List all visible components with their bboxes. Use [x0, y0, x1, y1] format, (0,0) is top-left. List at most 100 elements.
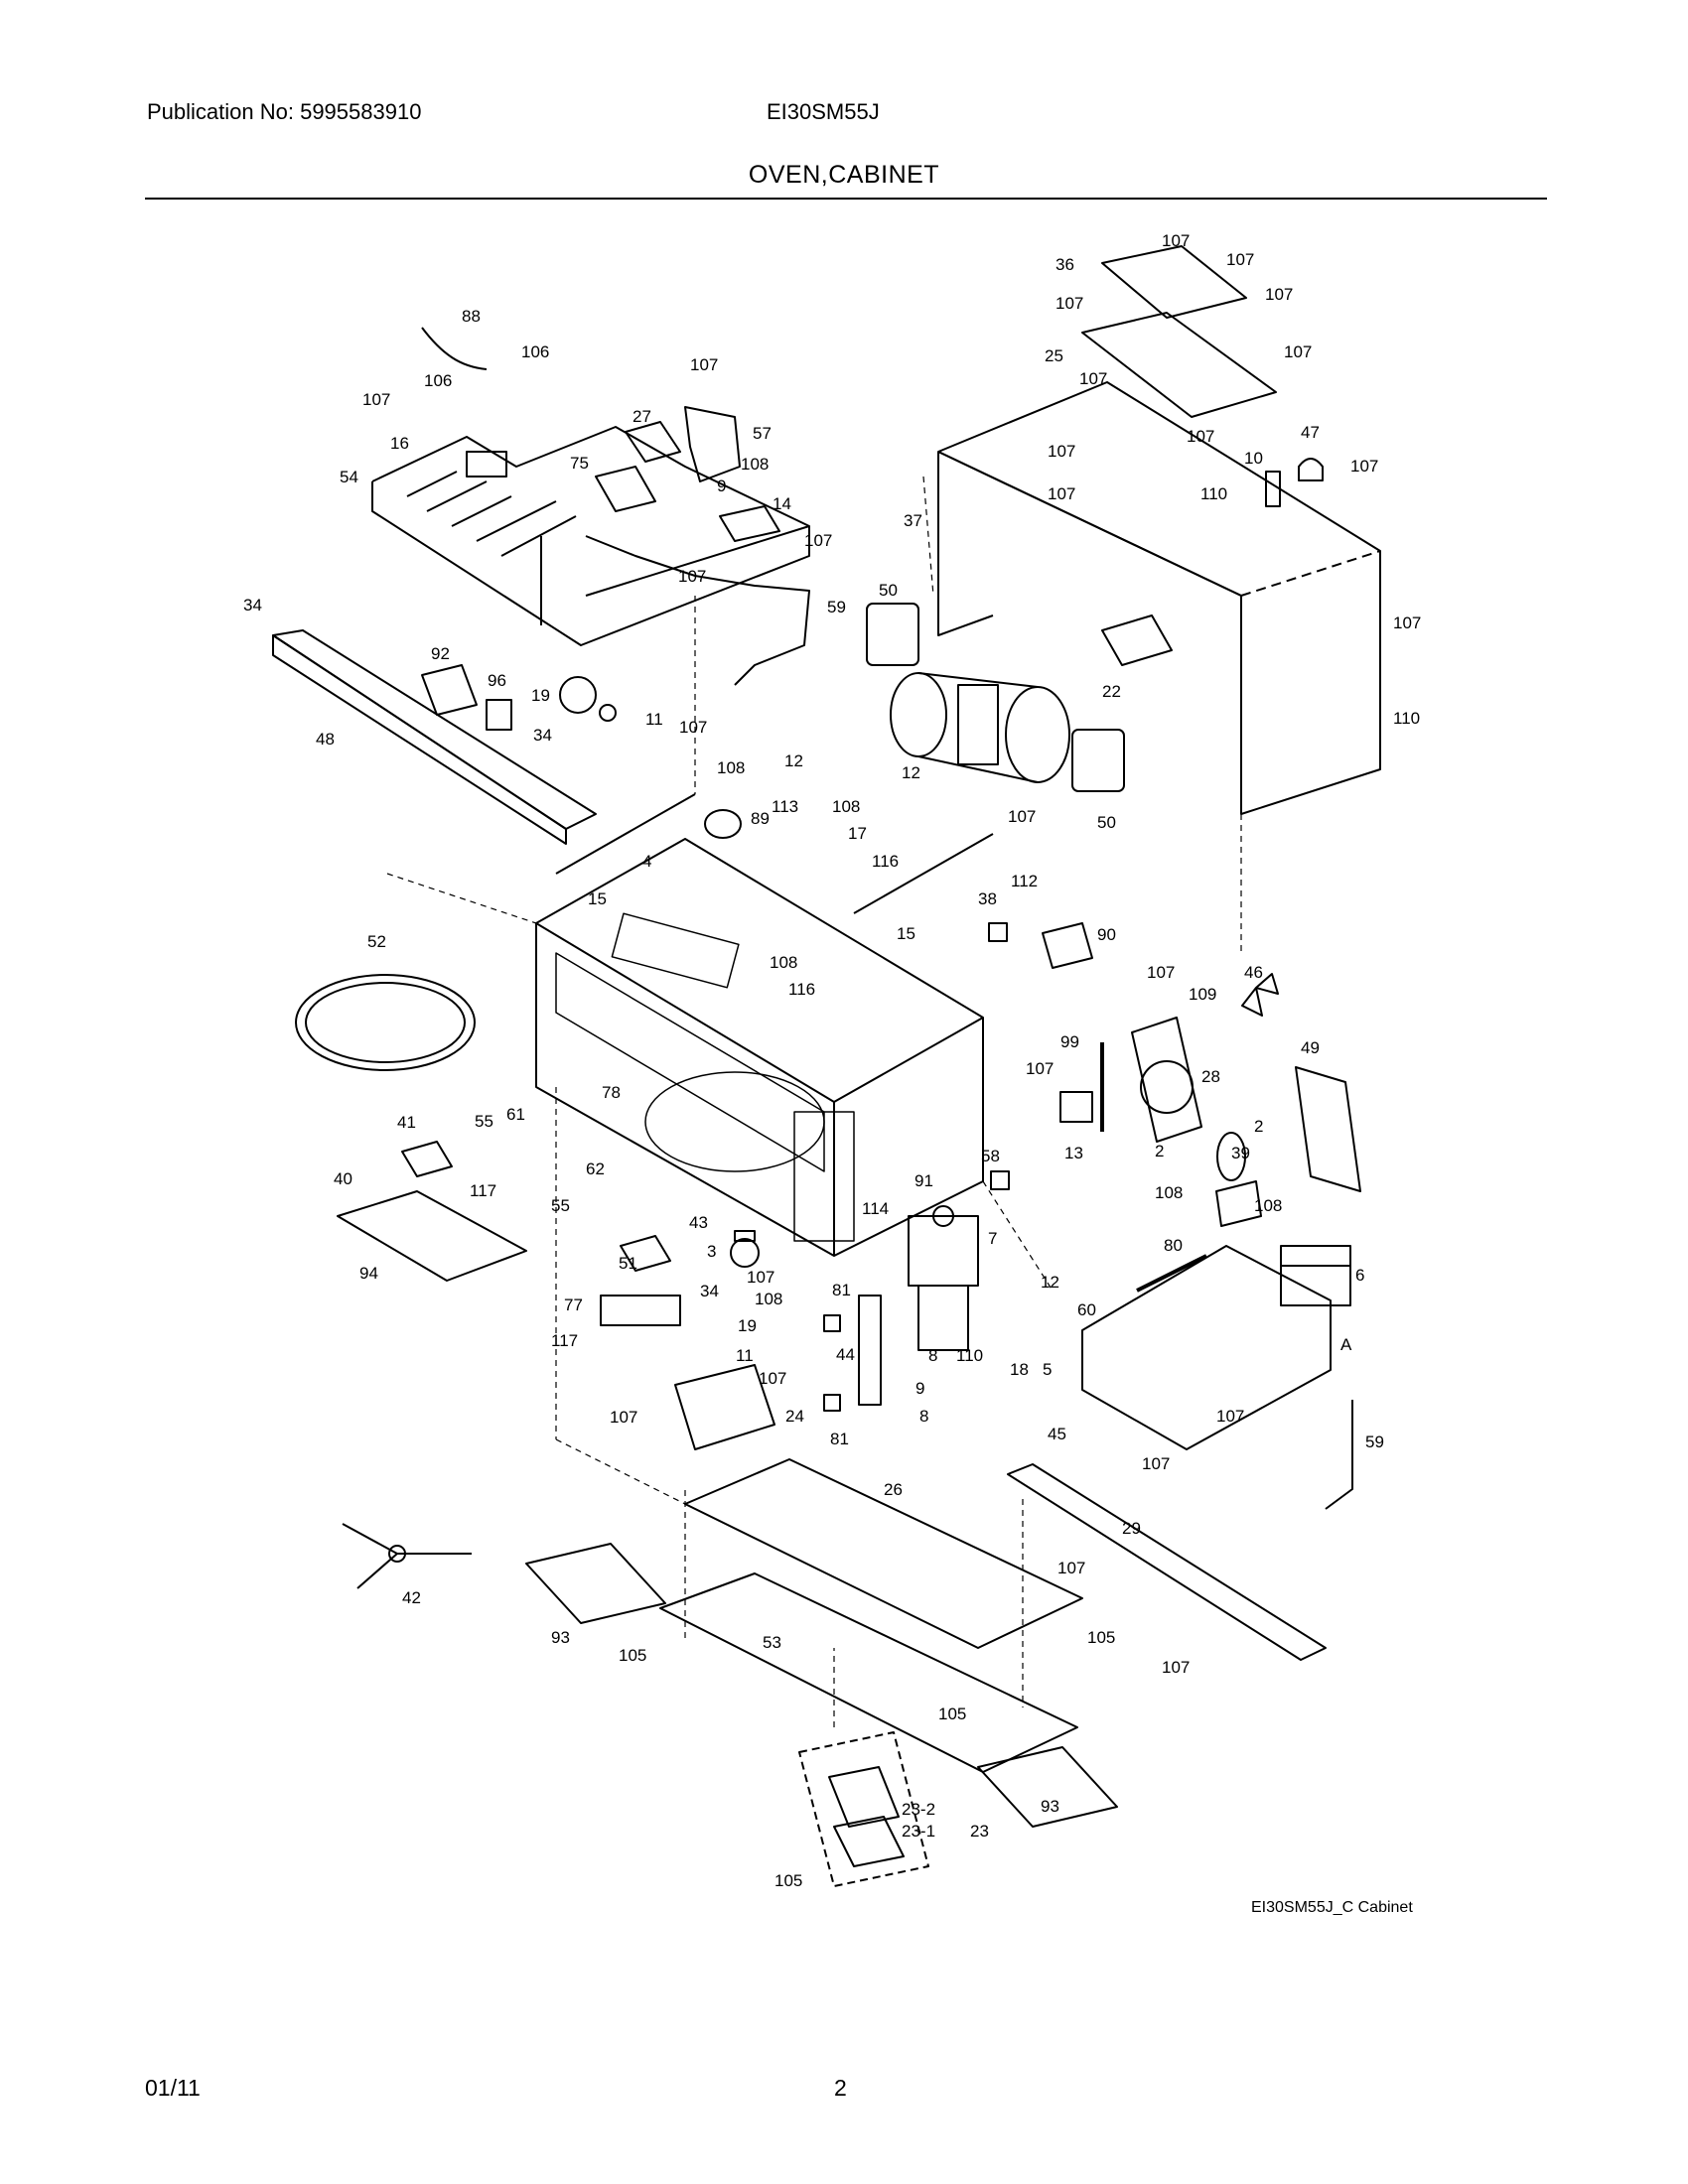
- callout-107: 107: [362, 390, 390, 409]
- header-rule: [145, 198, 1547, 200]
- callout-34: 34: [243, 596, 262, 614]
- part-51: [620, 1235, 671, 1272]
- part-41: [401, 1141, 453, 1177]
- callout-110: 110: [1200, 484, 1227, 503]
- part-2-capacitor: [1216, 1132, 1246, 1181]
- callout-93: 93: [1041, 1797, 1059, 1816]
- callout-8: 8: [919, 1407, 928, 1426]
- part-22-label: [1101, 614, 1173, 666]
- callout-106: 106: [424, 371, 452, 390]
- callout-55: 55: [475, 1112, 493, 1131]
- callout-39: 39: [1231, 1144, 1250, 1162]
- callout-5: 5: [1043, 1360, 1052, 1379]
- part-10: [1265, 471, 1281, 507]
- callout-107: 107: [1048, 484, 1075, 503]
- part-53-bottom: [659, 1572, 1078, 1773]
- callout-107: 107: [759, 1369, 786, 1388]
- callout-22: 22: [1102, 682, 1121, 701]
- callout-52: 15: [588, 889, 607, 908]
- callout-29: 29: [1122, 1519, 1141, 1538]
- part-80: [1136, 1254, 1207, 1293]
- footer-date: 01/11: [145, 2075, 201, 2101]
- callout-27: 27: [633, 407, 651, 426]
- callout-50: 50: [879, 581, 898, 600]
- callout-44: 44: [836, 1345, 855, 1364]
- callout-117: 117: [470, 1181, 496, 1200]
- part-23-1: [833, 1816, 905, 1867]
- callout-14: 14: [773, 494, 791, 513]
- callout-37: 37: [904, 511, 922, 530]
- part-58: [990, 1170, 1010, 1190]
- callout-36: 36: [1055, 255, 1074, 274]
- part-93-filter-left: [525, 1543, 666, 1624]
- callout-54: 54: [340, 468, 358, 486]
- callout-53: 53: [763, 1633, 781, 1652]
- callout-15: 4: [642, 852, 651, 871]
- callout-55: 55: [551, 1196, 570, 1215]
- callout-113: 12: [784, 751, 803, 770]
- callout-112: 112: [1011, 872, 1038, 890]
- callout-107: 107: [1057, 1559, 1085, 1577]
- callout-107: 107: [1142, 1454, 1170, 1473]
- callout-108: 108: [717, 758, 745, 777]
- part-27: [625, 421, 681, 463]
- callout-59: 59: [1365, 1433, 1384, 1451]
- callout-38: 52: [367, 932, 386, 951]
- callout-7: 7: [988, 1229, 997, 1248]
- callout-105: 105: [774, 1871, 802, 1890]
- part-75: [595, 466, 656, 512]
- callout-labels: 107 107 107 107 36 25 107 107 107 107 47…: [243, 231, 1421, 1890]
- part-43: [734, 1230, 756, 1242]
- outer-cabinet-37: [937, 381, 1381, 815]
- part-38-seal-inner: [305, 982, 466, 1063]
- part-44-interlock: [858, 1295, 882, 1406]
- callout-111: 110: [956, 1346, 983, 1365]
- callout-21: 38: [978, 889, 997, 908]
- callout-90: 90: [1097, 925, 1116, 944]
- part-81-a: [823, 1314, 841, 1332]
- part-12-blower: [890, 672, 1070, 783]
- part-52-right-rail: [853, 833, 994, 914]
- callout-75: 75: [570, 454, 589, 473]
- part-59-harness: [585, 535, 810, 686]
- callout-19: 19: [531, 686, 550, 705]
- callout-106: 106: [521, 342, 549, 361]
- callout-78: 78: [602, 1083, 621, 1102]
- part-40-plate: [337, 1190, 527, 1282]
- part-46-fan: [1241, 973, 1279, 1017]
- part-77: [600, 1295, 681, 1326]
- callout-10: 10: [1244, 449, 1263, 468]
- callout-113: 12: [1041, 1273, 1059, 1292]
- callout-12: 12: [902, 763, 920, 782]
- callout-6: 6: [1355, 1266, 1364, 1285]
- leader-lines: [386, 476, 1242, 1727]
- part-42-support: [342, 1523, 472, 1589]
- callout-107: 107: [1265, 285, 1293, 304]
- callout-9: 9: [915, 1379, 924, 1398]
- callout-107: 107: [804, 531, 832, 550]
- callout-108: 108: [755, 1290, 782, 1308]
- callout-92: 92: [431, 644, 450, 663]
- callout-23: 23: [970, 1822, 989, 1841]
- callout-52: 15: [897, 924, 915, 943]
- callout-51: 51: [619, 1254, 637, 1273]
- callout-13: 13: [1064, 1144, 1083, 1162]
- part-48-trim-side: [272, 634, 567, 845]
- callout-19: 19: [738, 1316, 757, 1335]
- callout-57: 57: [753, 424, 772, 443]
- part-52-left-rail: [555, 793, 696, 875]
- callout-49: 49: [1301, 1038, 1320, 1057]
- callout-81: 81: [830, 1430, 849, 1448]
- callout-108: 108: [1254, 1196, 1282, 1215]
- part-4-motor: [704, 809, 742, 839]
- callout-105: 105: [619, 1646, 646, 1665]
- callout-3: 3: [707, 1242, 716, 1261]
- part-28-fan-motor: [1140, 1060, 1194, 1114]
- model-number: EI30SM55J: [767, 99, 880, 124]
- callout-34: 34: [533, 726, 552, 745]
- part-6-transformer: [1280, 1245, 1351, 1306]
- callout-45: 45: [1048, 1425, 1066, 1443]
- callout-107: 107: [1226, 250, 1254, 269]
- callout-107: 107: [1216, 1407, 1244, 1426]
- part-25-plate: [1081, 312, 1277, 418]
